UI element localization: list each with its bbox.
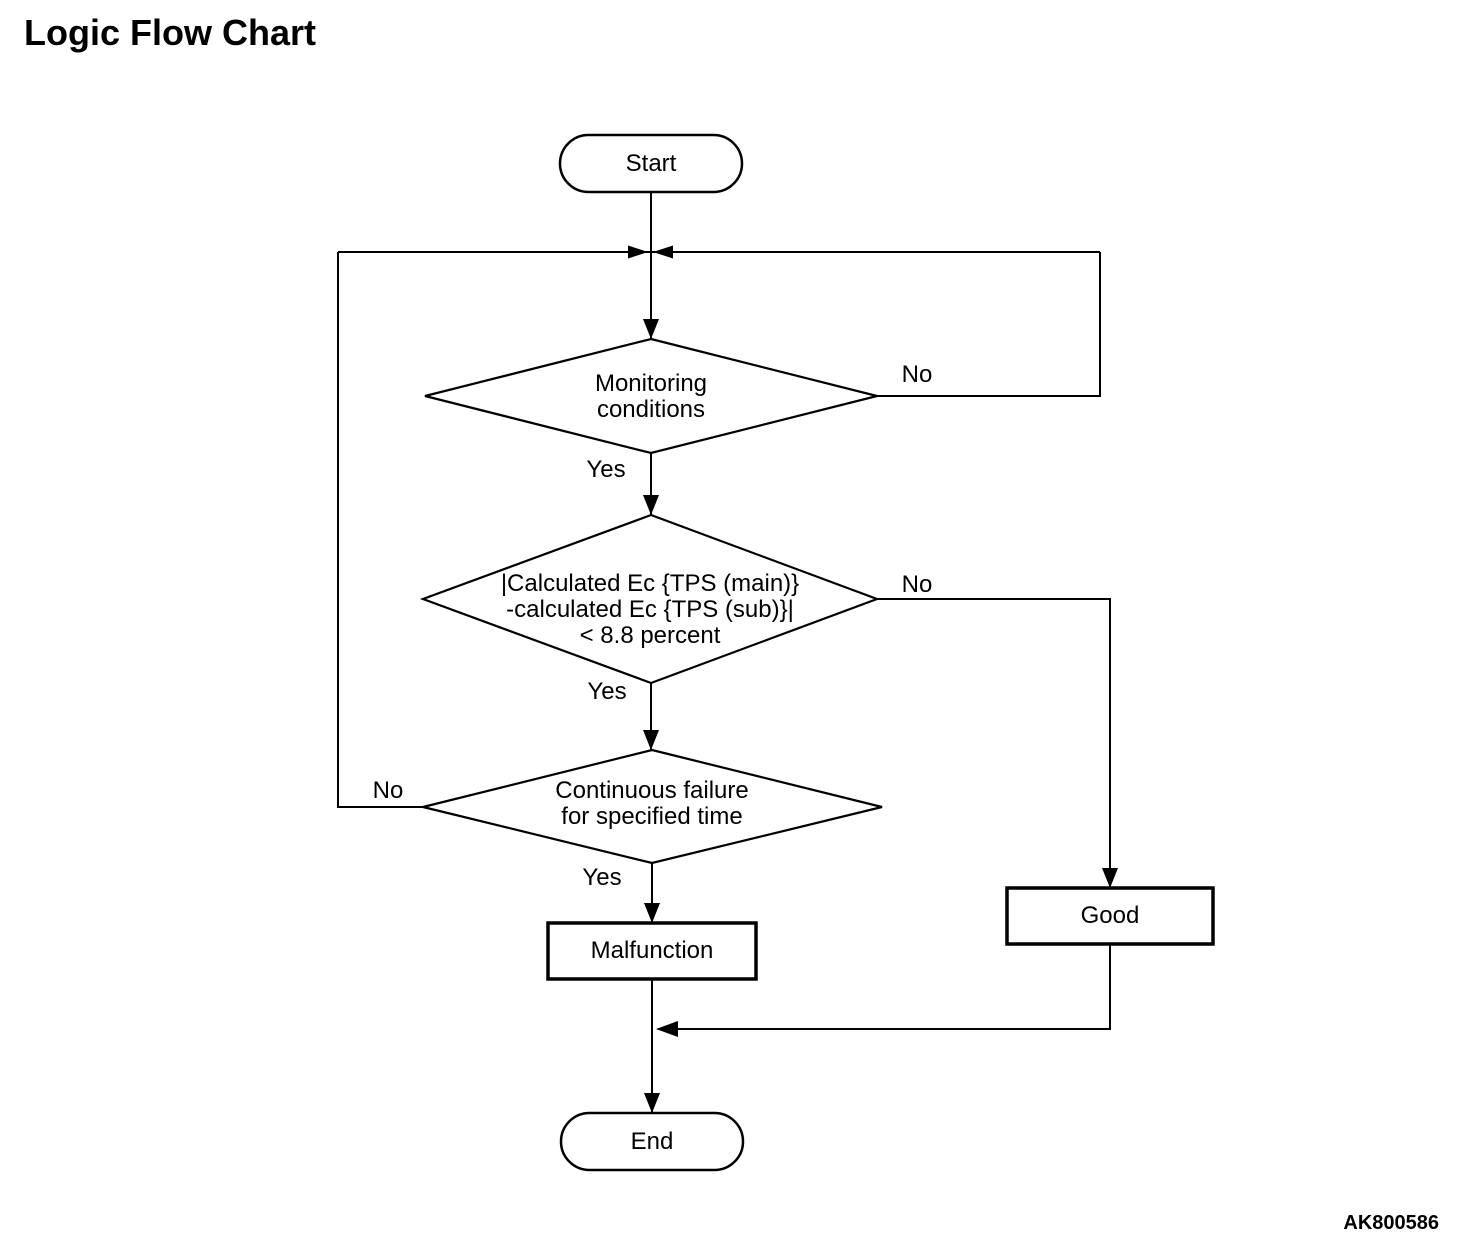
arrowheads — [628, 245, 1118, 1113]
arrow-into-continuous-icon — [643, 730, 659, 750]
monitoring-decision-shape — [424, 337, 878, 455]
end-node-label: End — [630, 1128, 674, 1155]
continuous-decision-shape — [422, 748, 883, 865]
edge-good-to-junction — [658, 944, 1111, 1030]
monitoring-decision-label: Monitoring conditions — [594, 370, 708, 423]
continuous-no-label: No — [372, 777, 404, 804]
calculated-no-label: No — [901, 571, 933, 598]
malfunction-node-label: Malfunction — [590, 937, 714, 964]
arrow-into-good-icon — [1102, 868, 1118, 888]
calculated-decision-shape — [419, 513, 881, 685]
merge-arrow-right-icon — [628, 245, 648, 259]
good-node-label: Good — [1080, 902, 1140, 929]
monitoring-yes-label: Yes — [586, 456, 626, 483]
arrow-into-calculated-icon — [643, 495, 659, 515]
calculated-decision-label: |Calculated Ec {TPS (main)} -calculated … — [500, 570, 800, 649]
malfunction-process-shape — [546, 921, 758, 981]
connector-lines — [337, 192, 1111, 1113]
continuous-decision-label: Continuous failure for specified time — [555, 777, 749, 830]
edge-monitoring-no-loop — [877, 252, 1101, 397]
node-shapes — [419, 133, 1215, 1172]
junction-arrow-left-icon — [656, 1021, 678, 1037]
good-process-shape — [1005, 886, 1215, 946]
calculated-yes-label: Yes — [587, 678, 627, 705]
continuous-yes-label: Yes — [582, 864, 622, 891]
merge-arrow-left-icon — [653, 245, 673, 259]
figure-code: AK800586 — [1343, 1212, 1439, 1234]
arrow-into-end-icon — [644, 1093, 660, 1113]
end-terminator-shape — [559, 1111, 745, 1172]
arrow-into-monitoring-icon — [643, 319, 659, 339]
edge-calculated-no-to-good — [877, 598, 1111, 888]
start-node-label: Start — [625, 150, 677, 177]
arrow-into-malfunction-icon — [644, 903, 660, 923]
page-title: Logic Flow Chart — [24, 12, 316, 53]
start-terminator-shape — [558, 133, 744, 194]
monitoring-no-label: No — [901, 361, 933, 388]
edge-continuous-no-loop — [337, 252, 423, 808]
